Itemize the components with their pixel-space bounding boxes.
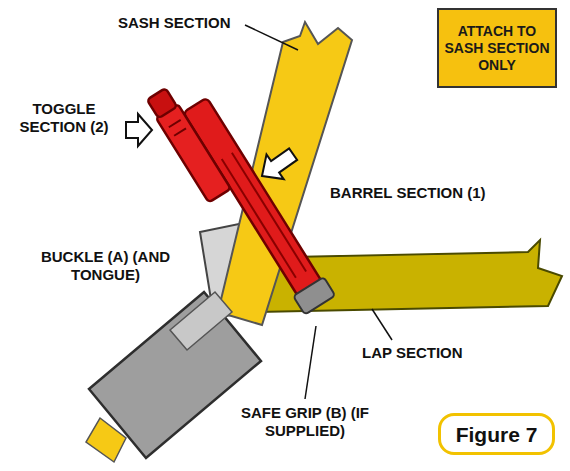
pointer-arrow [126,114,152,146]
node-text: ATTACH TO SASH SECTION ONLY [443,23,551,74]
leader-line [372,309,392,340]
node-text: Figure 7 [456,422,538,447]
buckle-button [170,292,232,350]
part-label: BARREL SECTION (1) [330,184,486,202]
part-label: SASH SECTION [118,14,231,32]
red-device [145,70,335,326]
part-label: TOGGLE SECTION (2) [6,100,122,136]
buckle-body [89,292,261,458]
safe-grip [293,277,335,315]
leader-line [305,326,316,399]
part-label: SAFE GRIP (B) (IF SUPPLIED) [235,404,375,440]
note-box: ATTACH TO SASH SECTION ONLY [437,8,557,88]
leader-line [245,25,298,50]
part-label: LAP SECTION [362,344,463,362]
pointer-arrow [253,142,301,188]
figure-tag: Figure 7 [438,413,555,455]
part-label: BUCKLE (A) (AND TONGUE) [38,248,173,284]
